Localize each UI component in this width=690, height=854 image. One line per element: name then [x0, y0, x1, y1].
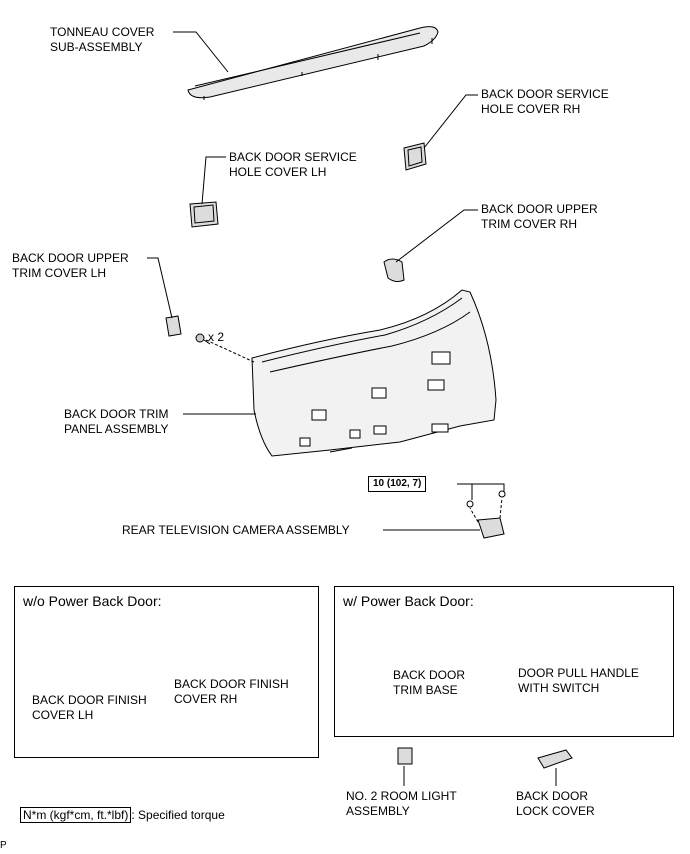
corner-mark: P	[0, 840, 7, 851]
label-quantity: x 2	[208, 330, 225, 344]
label-rear-camera: REAR TELEVISION CAMERA ASSEMBLY	[122, 523, 350, 537]
legend-text: : Specified torque	[131, 808, 225, 822]
box-with-power-back-door: w/ Power Back Door:	[334, 586, 674, 737]
clip-part	[195, 333, 211, 345]
box-title-without-power: w/o Power Back Door:	[23, 593, 162, 609]
service-hole-cover-rh-part	[403, 142, 427, 171]
back-door-trim-panel-part	[251, 289, 497, 457]
torque-badge: 10 (102, 7)	[368, 476, 427, 492]
box-title-with-power: w/ Power Back Door:	[343, 593, 474, 609]
upper-trim-cover-lh-part	[165, 315, 182, 337]
room-light-part	[397, 747, 413, 765]
legend-key: N*m (kgf*cm, ft.*lbf)	[20, 807, 132, 823]
tonneau-cover-part	[187, 26, 439, 100]
rear-camera-part	[466, 490, 506, 539]
lock-cover-part	[537, 749, 573, 769]
service-hole-cover-lh-part	[189, 201, 219, 228]
upper-trim-cover-rh-part	[383, 258, 405, 283]
box-without-power-back-door: w/o Power Back Door:	[14, 586, 319, 758]
torque-legend: N*m (kgf*cm, ft.*lbf): Specified torque	[20, 807, 225, 823]
